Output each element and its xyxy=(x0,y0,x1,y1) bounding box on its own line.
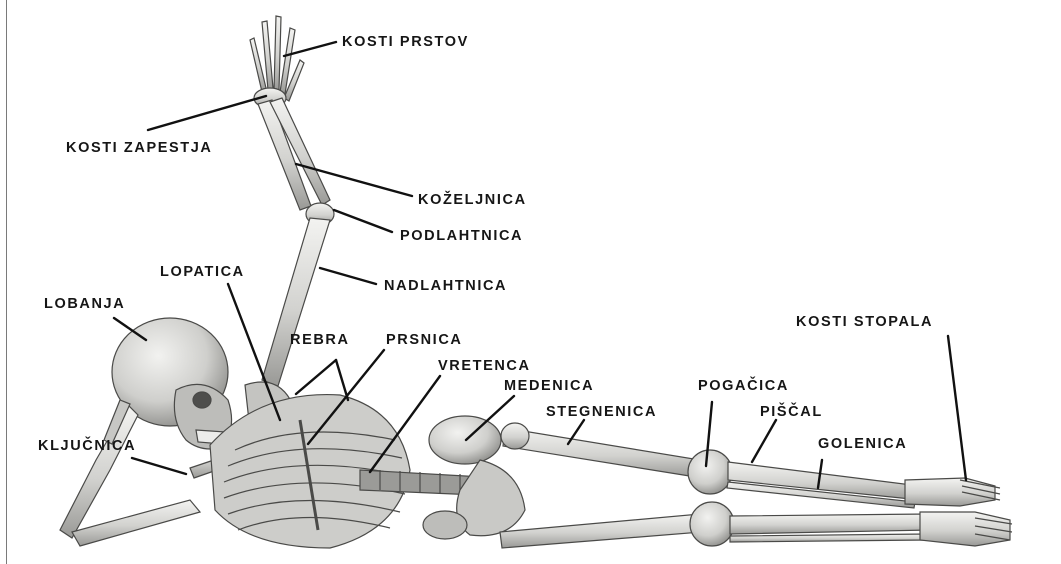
label-prsnica: PRSNICA xyxy=(386,332,462,348)
leader-rebra-1 xyxy=(296,360,336,394)
label-kosti-stopala: KOSTI STOPALA xyxy=(796,314,933,330)
femur-head xyxy=(501,423,529,449)
leader-piscal xyxy=(752,420,776,462)
label-medenica: MEDENICA xyxy=(504,378,594,394)
label-kljucnica: KLJUČNICA xyxy=(38,438,136,454)
label-golenica: GOLENICA xyxy=(818,436,907,452)
humerus-bone xyxy=(262,218,330,386)
tibia-lower xyxy=(730,514,930,534)
label-kozeljnica: KOŽELJNICA xyxy=(418,192,527,208)
foot-upper xyxy=(905,478,1000,506)
leader-kosti-stopala xyxy=(948,336,966,480)
bones-group xyxy=(60,16,1012,548)
leader-rebra-2 xyxy=(336,360,348,400)
label-rebra: REBRA xyxy=(290,332,350,348)
leader-podlahtnica xyxy=(334,210,392,232)
fibula-lower xyxy=(730,534,928,542)
knee-upper xyxy=(688,450,732,494)
label-stegnenica: STEGNENICA xyxy=(546,404,657,420)
leader-nadlahtnica xyxy=(320,268,376,284)
label-vretenca: VRETENCA xyxy=(438,358,531,374)
label-lobanja: LOBANJA xyxy=(44,296,125,312)
foot-lower xyxy=(920,512,1012,546)
label-kosti-zapestja: KOSTI ZAPESTJA xyxy=(66,140,212,156)
leader-kosti-zapestja xyxy=(148,96,266,130)
lower-arm-bottom xyxy=(72,500,200,546)
label-kosti-prstov: KOSTI PRSTOV xyxy=(342,34,469,50)
femur-lower xyxy=(500,514,702,548)
label-pogacica: POGAČICA xyxy=(698,378,789,394)
label-podlahtnica: PODLAHTNICA xyxy=(400,228,523,244)
label-piscal: PIŠČAL xyxy=(760,404,823,420)
femur-upper xyxy=(503,428,702,478)
label-nadlahtnica: NADLAHTNICA xyxy=(384,278,507,294)
hand-bones xyxy=(250,16,304,108)
label-lopatica: LOPATICA xyxy=(160,264,245,280)
leader-kljucnica xyxy=(132,458,186,474)
knee-lower xyxy=(690,502,734,546)
